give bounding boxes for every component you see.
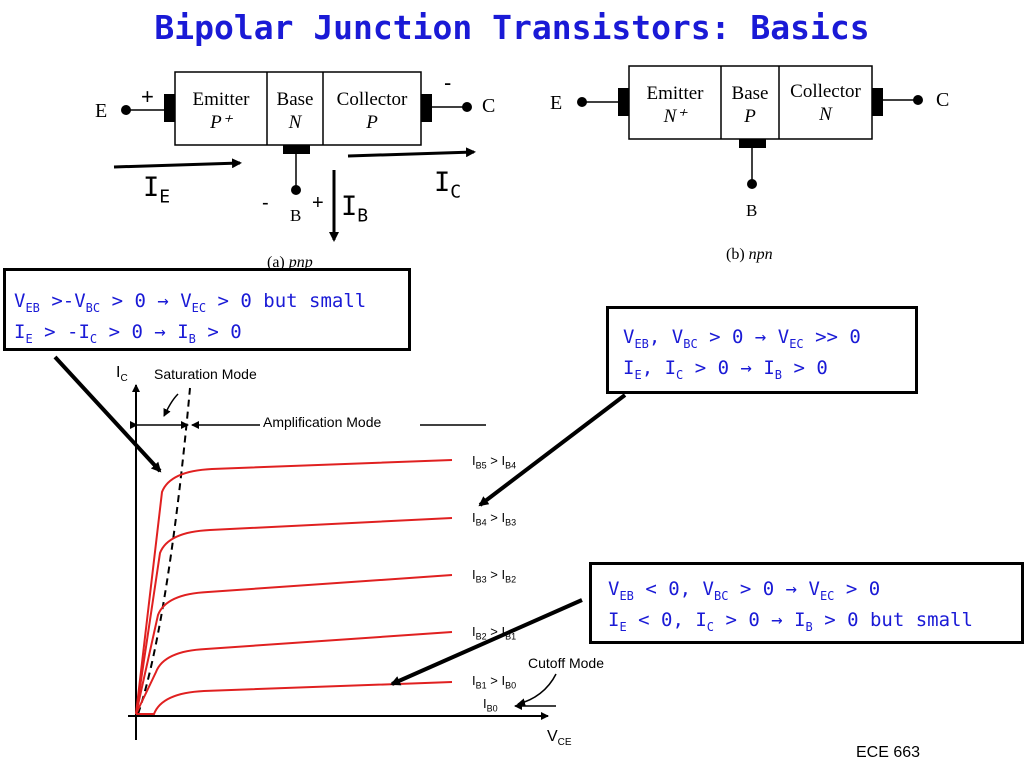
npn-collector-contact xyxy=(872,88,883,116)
cutoff-condition-line2: IE < 0, IC > 0 → IB > 0 but small xyxy=(608,608,973,634)
npn-base-doping: P xyxy=(744,106,756,127)
pnp-collector-region: Collector P xyxy=(323,88,421,134)
amplification-condition-box: VEB, VBC > 0 → VEC >> 0 IE, IC > 0 → IB … xyxy=(606,306,918,394)
npn-transistor xyxy=(577,65,923,189)
npn-caption: (b) npn xyxy=(726,246,773,263)
npn-collector-terminal xyxy=(913,95,923,105)
pnp-base-minus: - xyxy=(262,192,269,214)
ib-curves xyxy=(135,459,453,715)
amplification-mode-label: Amplification Mode xyxy=(263,414,382,430)
pnp-base-plus: + xyxy=(312,192,324,214)
cutoff-mode-label: Cutoff Mode xyxy=(528,655,605,671)
pnp-emitter-contact xyxy=(164,94,175,122)
saturation-mode-label: Saturation Mode xyxy=(154,366,257,382)
x-axis-label: VCE xyxy=(547,728,572,749)
iv-plot xyxy=(128,384,557,740)
ib-curve-5 xyxy=(135,459,453,715)
ib-curve-3 xyxy=(135,574,453,715)
curve-label-ib5: IB5 > IB4 xyxy=(472,453,517,471)
pnp-caption: (a) pnp xyxy=(267,254,313,271)
npn-emitter-contact xyxy=(618,88,629,116)
pnp-emitter-label: Emitter xyxy=(192,89,250,110)
pnp-e-label: E xyxy=(95,100,108,122)
npn-collector-doping: N xyxy=(819,104,832,125)
npn-collector-region: Collector N xyxy=(779,80,872,126)
cutoff-condition-line1: VEB < 0, VBC > 0 → VEC > 0 xyxy=(608,578,881,603)
npn-e-label: E xyxy=(550,92,563,114)
npn-emitter-doping: N⁺ xyxy=(663,106,687,127)
y-axis-label: IC xyxy=(116,364,128,385)
pnp-collector-label: Collector xyxy=(336,89,408,110)
npn-collector-label: Collector xyxy=(790,81,861,102)
pnp-base-contact xyxy=(283,145,310,154)
pnp-c-label: C xyxy=(482,95,496,117)
npn-emitter-terminal xyxy=(577,97,587,107)
pnp-collector-minus: - xyxy=(444,70,452,95)
ic-label: IC xyxy=(434,167,462,203)
pnp-emitter-plus: + xyxy=(141,84,154,109)
pnp-emitter-terminal xyxy=(121,105,131,115)
pnp-collector-doping: P xyxy=(366,112,378,133)
saturation-condition-line1: VEB >-VBC > 0 → VEC > 0 but small xyxy=(14,290,367,315)
pnp-collector-contact xyxy=(421,94,432,122)
ib-curve-1 xyxy=(136,681,453,715)
ic-arrow xyxy=(347,147,476,158)
pnp-emitter-region: Emitter P⁺ xyxy=(175,88,267,134)
curve-label-ib4: IB4 > IB3 xyxy=(472,510,517,528)
npn-base-region: Base P xyxy=(721,82,779,128)
npn-c-label: C xyxy=(936,89,950,111)
saturation-boundary xyxy=(137,387,191,715)
pnp-base-terminal xyxy=(291,185,301,195)
ib-curve-4 xyxy=(135,517,453,715)
npn-emitter-label: Emitter xyxy=(646,83,704,104)
npn-base-terminal xyxy=(747,179,757,189)
curve-label-ib2: IB2 > IB1 xyxy=(472,624,517,642)
saturation-condition-box: VEB >-VBC > 0 → VEC > 0 but small IE > -… xyxy=(3,268,411,351)
amplification-condition-line2: IE, IC > 0 → IB > 0 xyxy=(623,356,828,382)
npn-base-label: Base xyxy=(731,83,769,104)
saturation-callout-arrow xyxy=(53,355,162,473)
pnp-base-doping: N xyxy=(288,112,302,133)
curve-label-ib3: IB3 > IB2 xyxy=(472,567,517,585)
npn-base-contact xyxy=(739,139,766,148)
curve-label-ib1: IB1 > IB0 xyxy=(472,673,517,691)
pnp-body xyxy=(174,71,422,146)
amplification-callout-arrow xyxy=(478,393,627,507)
pnp-emitter-doping: P⁺ xyxy=(210,112,232,133)
saturation-condition-line2: IE > -IC > 0 → IB > 0 xyxy=(14,320,242,346)
ie-arrow xyxy=(113,158,242,169)
footer-course-label: ECE 663 xyxy=(856,744,921,761)
cutoff-callout-arrow xyxy=(390,598,583,686)
page-title: Bipolar Junction Transistors: Basics xyxy=(154,8,870,47)
cutoff-pointer xyxy=(517,673,557,707)
pnp-b-label: B xyxy=(290,206,302,225)
cutoff-condition-box: VEB < 0, VBC > 0 → VEC > 0 IE < 0, IC > … xyxy=(589,562,1024,644)
npn-emitter-region: Emitter N⁺ xyxy=(629,82,721,128)
pnp-base-region: Base N xyxy=(267,88,323,134)
ib-curve-2 xyxy=(135,631,453,715)
ie-label: IE xyxy=(143,172,171,208)
pnp-transistor xyxy=(113,71,476,242)
pnp-base-label: Base xyxy=(276,89,314,110)
pnp-collector-terminal xyxy=(462,102,472,112)
saturation-pointer xyxy=(163,393,179,417)
curve-label-ib0: IB0 xyxy=(483,696,498,714)
amplification-condition-line1: VEB, VBC > 0 → VEC >> 0 xyxy=(623,326,861,351)
npn-b-label: B xyxy=(746,201,758,220)
ib-label: IB xyxy=(341,191,369,227)
